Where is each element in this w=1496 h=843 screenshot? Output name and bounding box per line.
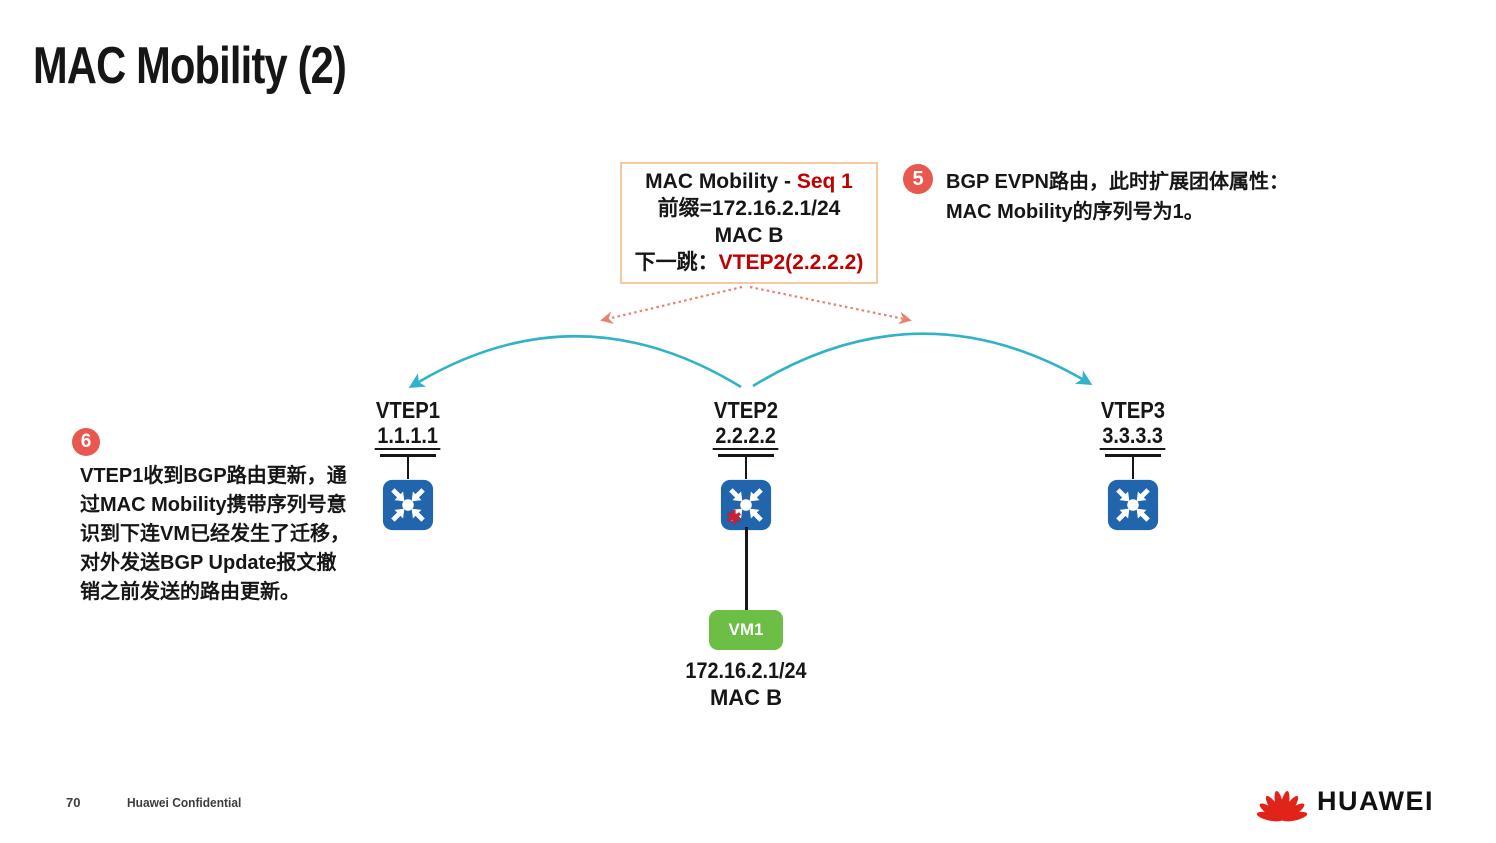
step-6-line: 对外发送BGP Update报文撤	[80, 552, 337, 574]
route-info-nexthop: 下一跳：VTEP2(2.2.2.2)	[622, 249, 876, 276]
vtep1-ip: 1.1.1.1	[375, 423, 441, 450]
step-5-line: BGP EVPN路由，此时扩展团体属性：	[946, 171, 1289, 193]
vm1-node: VM1 172.16.2.1/24 MAC B	[646, 610, 846, 711]
vtep1-link-stem	[406, 457, 410, 479]
huawei-flower-icon	[1256, 791, 1308, 822]
route-dotted-arrow-left	[600, 285, 743, 324]
route-info-line1-label: MAC Mobility -	[645, 170, 797, 193]
huawei-wordmark: HUAWEI	[1317, 785, 1434, 816]
vtep2-change-mark-icon: ✱	[726, 508, 742, 529]
route-info-prefix: 前缀=172.16.2.1/24	[657, 197, 841, 220]
vm1-ip: 172.16.2.1/24	[685, 658, 807, 683]
vtep2-vm1-link	[745, 527, 748, 610]
step-6-line: VTEP1收到BGP路由更新，通	[80, 465, 347, 487]
vtep2-ip: 2.2.2.2	[713, 423, 779, 450]
huawei-logo: HUAWEI	[1256, 780, 1434, 822]
route-info-nexthop-label: 下一跳：	[634, 251, 719, 274]
page-title: MAC Mobility (2)	[33, 37, 347, 95]
vtep3-node: VTEP3 3.3.3.3	[1053, 398, 1213, 531]
vtep1-label: VTEP1	[375, 397, 441, 423]
route-dotted-arrow-right	[749, 285, 912, 325]
vtep2-link-stem	[744, 457, 748, 479]
route-info-box: MAC Mobility - Seq 1 前缀=172.16.2.1/24 MA…	[620, 162, 878, 284]
vtep2-link-bar	[718, 454, 774, 457]
vtep3-link-bar	[1105, 454, 1161, 457]
vm1-box: VM1	[709, 610, 783, 650]
route-info-nexthop-value: VTEP2(2.2.2.2)	[718, 251, 864, 274]
vtep2-switch-icon: ✱	[717, 479, 775, 531]
vm1-mac: MAC B	[709, 685, 783, 710]
vtep3-switch-icon	[1104, 479, 1162, 531]
step-6-badge: 6	[72, 428, 100, 456]
confidential-label: Huawei Confidential	[127, 795, 242, 810]
step-6-line: 识到下连VM已经发生了迁移，	[80, 523, 350, 545]
step-6-line: 销之前发送的路由更新。	[80, 581, 300, 603]
route-info-line1: MAC Mobility - Seq 1	[622, 168, 876, 195]
step-5-note: BGP EVPN路由，此时扩展团体属性： MAC Mobility的序列号为1。	[946, 167, 1346, 227]
vtep3-link-stem	[1131, 457, 1135, 479]
vtep3-ip: 3.3.3.3	[1100, 423, 1166, 450]
vtep2-label: VTEP2	[713, 397, 779, 423]
advertise-arc-to-vtep3	[752, 332, 1093, 388]
vtep2-node: VTEP2 2.2.2.2 ✱	[666, 398, 826, 531]
vtep1-link-bar	[380, 454, 436, 457]
step-6-note: VTEP1收到BGP路由更新，通 过MAC Mobility携带序列号意 识到下…	[80, 462, 390, 607]
advertise-arc-to-vtep1	[408, 334, 742, 389]
route-info-seq: Seq 1	[796, 170, 853, 193]
vtep1-switch-icon	[379, 479, 437, 531]
page-number: 70	[66, 795, 81, 810]
step-6-line: 过MAC Mobility携带序列号意	[80, 494, 347, 516]
vtep1-node: VTEP1 1.1.1.1	[328, 398, 488, 531]
step-5-badge: 5	[903, 164, 933, 194]
vtep3-label: VTEP3	[1100, 397, 1166, 423]
route-info-mac: MAC B	[714, 224, 784, 247]
step-5-line: MAC Mobility的序列号为1。	[946, 201, 1204, 223]
